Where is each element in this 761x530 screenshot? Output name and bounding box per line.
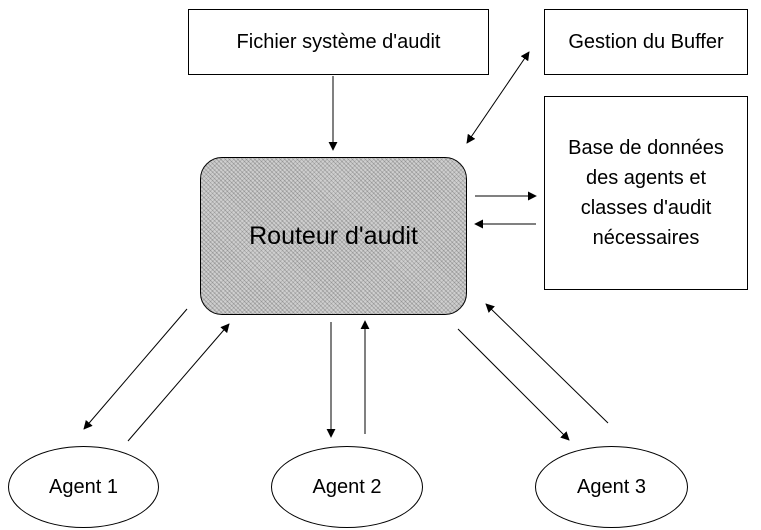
audit-router-box: Routeur d'audit [200, 157, 467, 315]
arrow-router-to-agent-1 [83, 308, 188, 430]
agents-database-line-4: nécessaires [592, 227, 700, 249]
audit-system-file-box: Fichier système d'audit [188, 9, 489, 75]
agent-1-ellipse: Agent 1 [8, 446, 159, 528]
buffer-management-box: Gestion du Buffer [544, 9, 748, 75]
audit-system-file-label: Fichier système d'audit [236, 31, 441, 53]
agents-database-text: Base de données des agents et classes d'… [568, 133, 724, 253]
agent-3-label: Agent 3 [577, 475, 646, 498]
arrow-agent-1-to-router [127, 323, 230, 442]
agents-database-line-3: classes d'audit [580, 197, 712, 219]
agent-2-label: Agent 2 [312, 475, 382, 498]
agents-database-line-1: Base de données [568, 137, 724, 159]
buffer-management-label: Gestion du Buffer [568, 31, 724, 53]
agents-database-line-2: des agents et [585, 167, 707, 189]
agent-1-label: Agent 1 [49, 475, 118, 498]
audit-router-label: Routeur d'audit [249, 222, 418, 250]
agent-3-ellipse: Agent 3 [535, 446, 688, 528]
arrow-router-to-agent-3 [457, 328, 570, 441]
agent-2-ellipse: Agent 2 [271, 446, 423, 528]
arrow-agent-3-to-router [485, 303, 609, 424]
agents-database-box: Base de données des agents et classes d'… [544, 96, 748, 290]
